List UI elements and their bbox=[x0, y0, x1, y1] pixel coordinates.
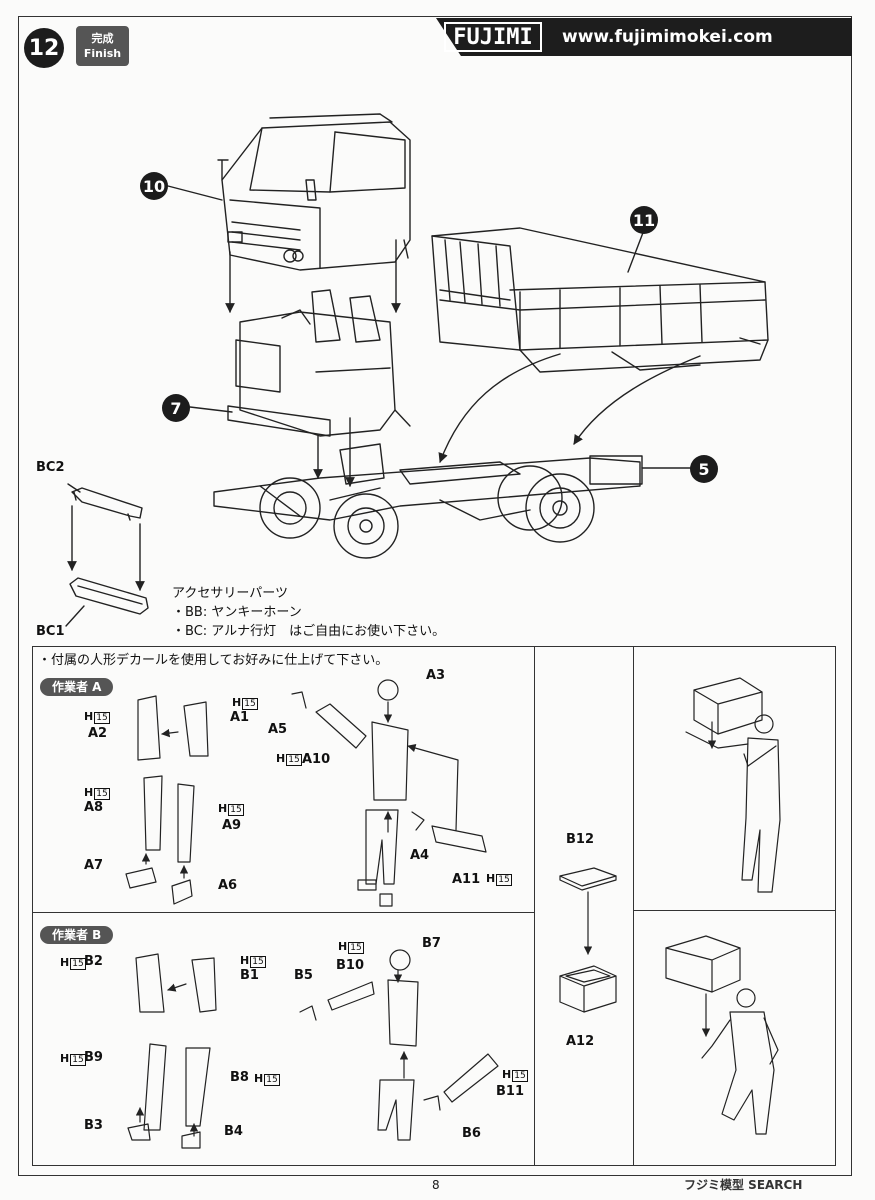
leader-11 bbox=[627, 229, 645, 273]
finish-jp-label: 完成 bbox=[91, 32, 114, 45]
label-a3: A3 bbox=[426, 668, 446, 683]
label-a9: A9 bbox=[222, 818, 242, 833]
finish-tag: 完成 Finish bbox=[76, 26, 129, 66]
label-b12: B12 bbox=[566, 832, 594, 847]
accessory-title: アクセサリーパーツ bbox=[172, 586, 288, 601]
figures-panel bbox=[32, 646, 836, 1166]
label-b6: B6 bbox=[462, 1126, 481, 1141]
label-a5: A5 bbox=[268, 722, 288, 737]
label-b11: B11 bbox=[496, 1084, 524, 1099]
leader-7 bbox=[189, 406, 233, 413]
site-url-link[interactable]: www.fujimimokei.com bbox=[562, 27, 773, 47]
scene-carrying-box-drawing bbox=[665, 935, 779, 1135]
label-b5: B5 bbox=[294, 968, 313, 983]
label-a7: A7 bbox=[84, 858, 104, 873]
label-a11: A11 bbox=[452, 872, 481, 887]
truck-cab-drawing bbox=[217, 113, 411, 271]
label-a4: A4 bbox=[410, 848, 430, 863]
label-b3: B3 bbox=[84, 1118, 103, 1133]
accessory-line-2: ・BC: アルナ行灯 はご自由にお使い下さい。 bbox=[172, 624, 446, 639]
worker-a-title: 作業者 A bbox=[40, 678, 114, 696]
label-b8: B8 bbox=[230, 1070, 249, 1085]
label-a10: A10 bbox=[302, 752, 331, 767]
label-b2: B2 bbox=[84, 954, 103, 969]
label-b4: B4 bbox=[224, 1124, 243, 1139]
scene-divider bbox=[634, 910, 836, 911]
label-a1: A1 bbox=[230, 710, 250, 725]
box-panel-divider bbox=[534, 646, 634, 1166]
brand-logo: FUJIMI bbox=[444, 22, 542, 52]
part-bc2-drawing bbox=[71, 487, 143, 519]
box-parts-drawing bbox=[559, 867, 617, 1013]
decal-note: ・付属の人形デカールを使用してお好みに仕上げて下さい。 bbox=[38, 653, 389, 668]
callout-10: 10 bbox=[140, 172, 168, 200]
worker-b-parts-drawing bbox=[127, 949, 499, 1149]
part-label-bc2: BC2 bbox=[36, 460, 65, 475]
label-a2: A2 bbox=[88, 726, 108, 741]
label-a6: A6 bbox=[218, 878, 238, 893]
label-b7: B7 bbox=[422, 936, 441, 951]
part-label-bc1: BC1 bbox=[36, 624, 65, 639]
label-a12: A12 bbox=[566, 1034, 595, 1049]
accessory-line-1: ・BB: ヤンキーホーン bbox=[172, 605, 302, 620]
scene-lifting-box-drawing bbox=[685, 677, 781, 893]
callout-11: 11 bbox=[630, 206, 658, 234]
callout-7: 7 bbox=[162, 394, 190, 422]
footer-brand: フジミ模型 SEARCH bbox=[684, 1178, 803, 1192]
label-b10: B10 bbox=[336, 958, 364, 973]
label-b1: B1 bbox=[240, 968, 259, 983]
arrow-bed-left bbox=[438, 353, 561, 463]
finish-en-label: Finish bbox=[83, 47, 122, 60]
callout-5: 5 bbox=[690, 455, 718, 483]
part-bc1-drawing bbox=[69, 577, 149, 615]
label-b9: B9 bbox=[84, 1050, 103, 1065]
leader-10 bbox=[167, 185, 223, 201]
header-bar bbox=[436, 18, 852, 56]
label-a8: A8 bbox=[84, 800, 104, 815]
chassis-drawing bbox=[213, 443, 643, 559]
worker-a-parts-drawing bbox=[125, 679, 487, 907]
worker-divider bbox=[32, 912, 534, 913]
interior-drawing bbox=[227, 289, 411, 437]
step-number-badge: 12 bbox=[24, 28, 64, 68]
page-number: 8 bbox=[432, 1178, 440, 1192]
cargo-bed-drawing bbox=[431, 227, 769, 373]
page-frame bbox=[18, 16, 852, 1176]
worker-b-title: 作業者 B bbox=[40, 926, 114, 944]
arrow-bed-right bbox=[573, 355, 701, 445]
